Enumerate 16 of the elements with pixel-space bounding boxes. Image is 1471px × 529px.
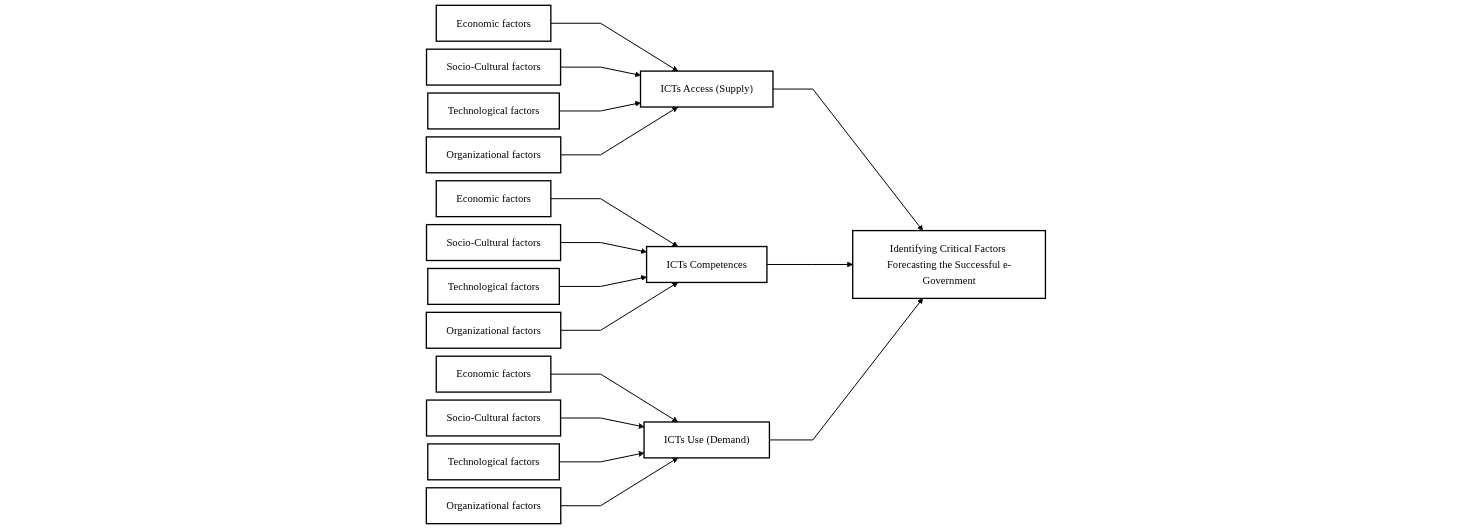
- node-box: ICTs Competences: [645, 245, 768, 284]
- node-box: Economic factors: [435, 4, 552, 42]
- node-box: Organizational factors: [425, 311, 562, 349]
- node-box: Economic factors: [435, 180, 552, 218]
- node-box: Identifying Critical Factors Forecasting the Successful e-Government: [851, 229, 1046, 300]
- node-box: Socio-Cultural factors: [425, 399, 561, 437]
- node-box: Technological factors: [426, 92, 560, 130]
- node-box: Technological factors: [426, 443, 560, 481]
- node-box: ICTs Access (Supply): [639, 70, 774, 108]
- node-box: Organizational factors: [425, 136, 562, 174]
- node-box: Economic factors: [435, 355, 552, 393]
- node-box: ICTs Use (Demand): [643, 421, 770, 459]
- node-box: Socio-Cultural factors: [425, 223, 561, 262]
- node-box: Socio-Cultural factors: [425, 48, 561, 86]
- node-box: Organizational factors: [425, 487, 562, 525]
- node-box: Technological factors: [426, 267, 560, 306]
